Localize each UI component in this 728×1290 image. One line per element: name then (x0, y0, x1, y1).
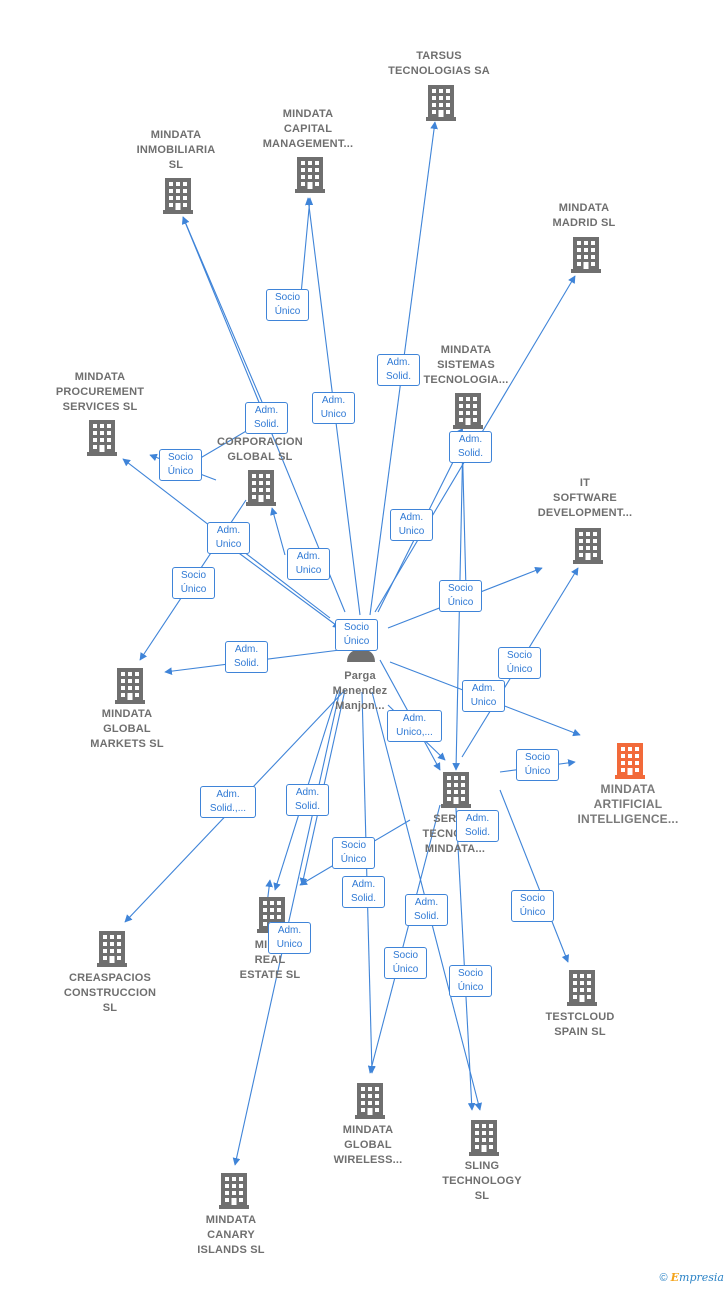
relation-edge (227, 544, 341, 629)
relation-label: Adm. Unico,... (387, 710, 442, 742)
company-label-sistemas[interactable]: MINDATA SISTEMAS TECNOLOGIA... (423, 344, 509, 386)
company-label-canary[interactable]: MINDATA CANARY ISLANDS SL (197, 1214, 265, 1256)
relation-label: Adm. Unico (462, 680, 505, 712)
relation-label: Adm. Unico (312, 392, 355, 424)
person-name[interactable]: Parga Menendez Manjon... (332, 670, 388, 712)
relation-edge (499, 789, 570, 963)
relation-label: Adm. Solid. (449, 431, 492, 463)
relation-label: Adm. Unico (207, 522, 250, 554)
company-label-inmobiliaria[interactable]: MINDATA INMOBILIARIA SL (136, 129, 216, 171)
relation-label: Socio Único (511, 890, 554, 922)
relation-label: Socio Único (384, 947, 427, 979)
relation-label: Adm. Unico (287, 548, 330, 580)
brand-watermark: © Empresia (659, 1271, 724, 1284)
relation-label: Adm. Solid. (377, 354, 420, 386)
relation-edge (299, 197, 314, 306)
building-icon[interactable] (567, 970, 597, 1006)
relation-label: Socio Único (449, 965, 492, 997)
building-icon[interactable] (571, 237, 601, 273)
relation-edge (454, 789, 476, 1111)
company-label-globalmarkets[interactable]: MINDATA GLOBAL MARKETS SL (90, 708, 164, 750)
company-label-servicios[interactable]: SERVI... TECNOLO... MINDATA... (422, 813, 488, 855)
relation-label: Socio Único (439, 580, 482, 612)
relation-label: Adm. Solid. (405, 894, 448, 926)
building-icon[interactable] (573, 528, 603, 564)
company-label-creaspacios[interactable]: CREASPACIOS CONSTRUCCION SL (63, 972, 157, 1014)
relation-label: Adm. Solid. (286, 784, 329, 816)
brand-logo-e: E (670, 1271, 680, 1284)
building-icon[interactable] (355, 1083, 385, 1119)
building-icon[interactable] (426, 85, 456, 121)
building-icon[interactable] (441, 772, 471, 808)
relation-label: Socio Único (172, 567, 215, 599)
building-icon[interactable] (163, 178, 193, 214)
brand-logo-text: mpresia (679, 1271, 724, 1284)
building-icon[interactable] (453, 393, 483, 429)
company-label-procurement[interactable]: MINDATA PROCUREMENT SERVICES SL (55, 371, 145, 413)
building-icon[interactable] (295, 157, 325, 193)
relation-edge (270, 507, 286, 556)
relation-label: Socio Único (516, 749, 559, 781)
building-icon[interactable] (87, 420, 117, 456)
company-label-tarsus[interactable]: TARSUS TECNOLOGIAS SA (388, 50, 490, 77)
building-icon[interactable] (97, 931, 127, 967)
company-label-corporacion[interactable]: MI... CORPORACION GLOBAL SL (217, 421, 303, 463)
building-icon[interactable] (469, 1120, 499, 1156)
relation-label: Adm. Unico (268, 922, 311, 954)
relation-label: Adm. Solid. (456, 810, 499, 842)
relation-label: Adm. Solid. (342, 876, 385, 908)
relation-label: Socio Único (498, 647, 541, 679)
relation-label: Adm. Solid.,... (200, 786, 256, 818)
company-label-sling[interactable]: SLING TECHNOLOGY SL (442, 1160, 522, 1202)
company-label-capital[interactable]: MINDATA CAPITAL MANAGEMENT... (262, 108, 354, 150)
relation-label: Socio Único (335, 619, 378, 651)
relation-label: Socio Único (332, 837, 375, 869)
relation-label: Socio Único (159, 449, 202, 481)
relation-label: Adm. Unico (390, 509, 433, 541)
relation-label: Socio Único (266, 289, 309, 321)
relation-edge (182, 216, 263, 403)
copyright-symbol: © (659, 1272, 668, 1284)
company-label-wireless[interactable]: MINDATA GLOBAL WIRELESS... (333, 1124, 403, 1166)
building-icon[interactable] (219, 1173, 249, 1209)
relation-edge (368, 804, 441, 1074)
company-label-ai[interactable]: MINDATA ARTIFICIAL INTELLIGENCE... (577, 782, 679, 826)
relation-label: Adm. Solid. (245, 402, 288, 434)
relation-label: Adm. Solid. (225, 641, 268, 673)
building-icon[interactable] (115, 668, 145, 704)
building-icon[interactable] (615, 743, 645, 779)
company-label-itsoftware[interactable]: IT SOFTWARE DEVELOPMENT... (537, 477, 633, 519)
company-label-testcloud[interactable]: TESTCLOUD SPAIN SL (545, 1011, 615, 1038)
company-label-madrid[interactable]: MINDATA MADRID SL (552, 202, 616, 229)
building-icon[interactable] (246, 470, 276, 506)
